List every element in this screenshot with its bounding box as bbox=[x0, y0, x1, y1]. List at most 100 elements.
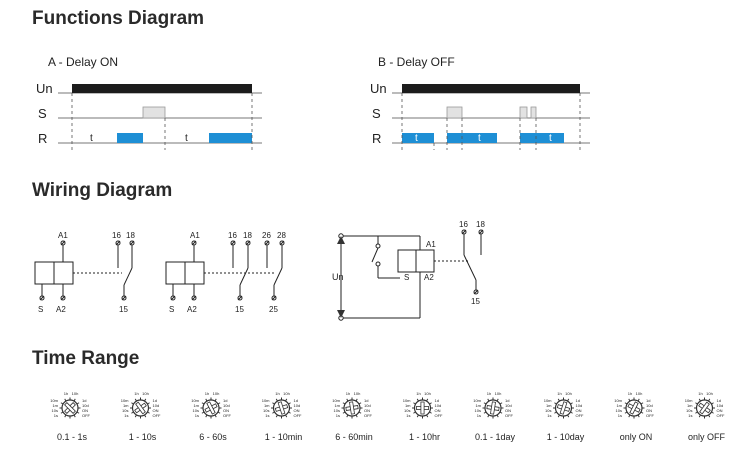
dial-scale-label: 10d bbox=[223, 403, 230, 408]
dial-scale-label: 1s bbox=[336, 413, 340, 418]
dial-scale-label: 10m bbox=[473, 398, 481, 403]
dial-scale-label: 1m bbox=[475, 403, 481, 408]
dial-scale-label: 1m bbox=[334, 403, 340, 408]
dial-scale-label: 1m bbox=[546, 403, 552, 408]
dial-scale-label: 10s bbox=[193, 408, 199, 413]
dial-scale-label: 10m bbox=[544, 398, 552, 403]
supply-bar bbox=[72, 84, 252, 93]
dial-scale-label: 10d bbox=[294, 403, 301, 408]
dial-scale-label: 10m bbox=[121, 398, 129, 403]
dial-scale-label: 1s bbox=[688, 413, 692, 418]
dial-scale-label: OFF bbox=[82, 413, 91, 418]
dial-scale-label: ON bbox=[717, 408, 723, 413]
dial-scale-label: 10h bbox=[72, 391, 79, 396]
dial-scale-label: 10s bbox=[52, 408, 58, 413]
supply-bar bbox=[402, 84, 580, 93]
dial-scale-label: OFF bbox=[505, 413, 514, 418]
dial-scale-label: 10m bbox=[262, 398, 270, 403]
dial-scale-label: 1h bbox=[205, 391, 209, 396]
dial-scale-label: 10h bbox=[565, 391, 572, 396]
terminal-label: A1 bbox=[58, 231, 68, 240]
delay-time-label: t bbox=[549, 133, 552, 144]
control-pulse bbox=[530, 106, 537, 119]
dial-scale-label: 1h bbox=[275, 391, 279, 396]
relay-output bbox=[117, 133, 143, 143]
timing-diagram-delay-on: A - Delay ON Un S R t t bbox=[36, 55, 262, 150]
dial-scale-label: 10s bbox=[545, 408, 551, 413]
terminal-label: 15 bbox=[471, 297, 480, 306]
time-range-label: 6 - 60min bbox=[335, 432, 373, 442]
dial-scale-label: 10m bbox=[614, 398, 622, 403]
terminal-label: 18 bbox=[243, 231, 252, 240]
dial-scale-label: 10h bbox=[495, 391, 502, 396]
dial-scale-label: OFF bbox=[364, 413, 373, 418]
dial-scale-label: 1m bbox=[687, 403, 693, 408]
dial-scale-label: 1m bbox=[616, 403, 622, 408]
dial-scale-label: 10m bbox=[403, 398, 411, 403]
row-label-un: Un bbox=[36, 81, 53, 96]
terminal-label: 16 bbox=[112, 231, 121, 240]
dial-scale-label: ON bbox=[223, 408, 229, 413]
delay-time-label: t bbox=[478, 133, 481, 144]
delay-time-label: t bbox=[415, 133, 418, 144]
relay-output bbox=[447, 133, 497, 143]
time-range-label: only ON bbox=[620, 432, 653, 442]
row-label-s: S bbox=[372, 106, 381, 121]
dial-scale-label: 10h bbox=[283, 391, 290, 396]
dial-scale-label: 10h bbox=[424, 391, 431, 396]
dial-scale-label: 10h bbox=[142, 391, 149, 396]
terminal-label: S bbox=[404, 273, 409, 282]
time-range-label: 0.1 - 1day bbox=[475, 432, 516, 442]
dial-scale-label: 1m bbox=[264, 403, 270, 408]
wiring-diagram-1: A1 16 18 S A2 15 bbox=[34, 231, 135, 314]
timing-diagram-delay-off: B - Delay OFF Un S R t t t bbox=[370, 55, 590, 150]
terminal-label: 16 bbox=[459, 220, 468, 229]
dial-scale-label: ON bbox=[82, 408, 88, 413]
time-range-label: 1 - 10day bbox=[547, 432, 585, 442]
dial-scale-label: 1h bbox=[487, 391, 491, 396]
dial-scale-label: 1d bbox=[223, 398, 227, 403]
terminal-label: 18 bbox=[476, 220, 485, 229]
dial-scale-label: 10d bbox=[435, 403, 442, 408]
dial-scale-label: 10d bbox=[717, 403, 724, 408]
dial-scale-label: 1s bbox=[547, 413, 551, 418]
dial-scale-label: 1d bbox=[717, 398, 721, 403]
dial-scale-label: 10m bbox=[685, 398, 693, 403]
row-label-r: R bbox=[372, 131, 381, 146]
delay-off-title: B - Delay OFF bbox=[378, 55, 455, 69]
dial-scale-label: OFF bbox=[717, 413, 726, 418]
row-label-un: Un bbox=[370, 81, 387, 96]
dial-scale-label: 10s bbox=[122, 408, 128, 413]
time-range-label: 1 - 10hr bbox=[409, 432, 440, 442]
dial-scale-label: 1m bbox=[52, 403, 58, 408]
dial-scale-label: OFF bbox=[153, 413, 162, 418]
terminal-label: A2 bbox=[56, 305, 66, 314]
time-range-label: only OFF bbox=[688, 432, 726, 442]
dial-scale-label: 1h bbox=[557, 391, 561, 396]
dial-scale-label: 1m bbox=[405, 403, 411, 408]
dial-scale-label: 10d bbox=[82, 403, 89, 408]
dial-scale-label: ON bbox=[294, 408, 300, 413]
time-range-label: 1 - 10s bbox=[129, 432, 157, 442]
dial-scale-label: 1s bbox=[618, 413, 622, 418]
dial-scale-label: ON bbox=[646, 408, 652, 413]
terminal-label: 25 bbox=[269, 305, 278, 314]
relay-output bbox=[402, 133, 434, 143]
dial-scale-label: 1h bbox=[134, 391, 138, 396]
control-pulse bbox=[142, 106, 166, 119]
wiring-diagram-title: Wiring Diagram bbox=[32, 180, 173, 201]
dial-scale-label: 1d bbox=[576, 398, 580, 403]
supply-voltage-label: Un bbox=[332, 272, 344, 282]
time-range-label: 6 - 60s bbox=[199, 432, 227, 442]
